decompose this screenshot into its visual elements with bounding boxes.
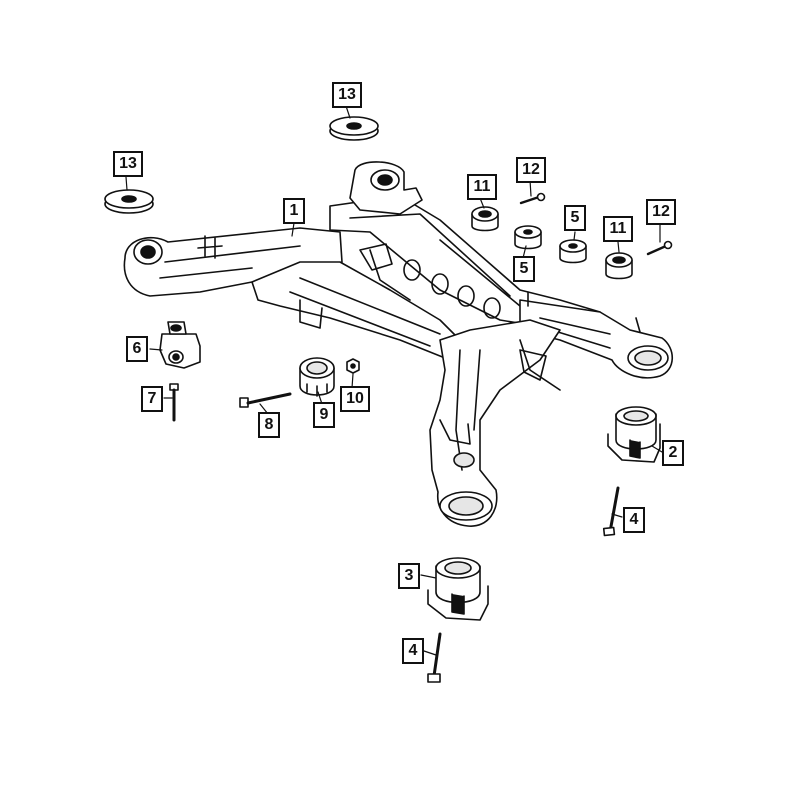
crossmember-frame [123, 161, 674, 527]
callout-12-right: 12 [646, 199, 676, 225]
front-bushing [427, 557, 489, 621]
callout-8: 8 [258, 412, 280, 438]
callout-13-left: 13 [113, 151, 143, 177]
damper [299, 357, 335, 397]
bracket [159, 321, 201, 369]
isolator-washer-upper [329, 116, 379, 141]
bushing-bolt-lower [427, 632, 442, 683]
arm-bushing-left [471, 206, 499, 232]
arm-bolt-left [519, 192, 546, 205]
callout-4-upper: 4 [623, 507, 645, 533]
callout-7: 7 [141, 386, 163, 412]
callout-4-lower: 4 [402, 638, 424, 664]
callout-10: 10 [340, 386, 370, 412]
callout-9: 9 [313, 402, 335, 428]
callout-11-left: 11 [467, 174, 497, 200]
spacer-bushing-right [559, 239, 587, 264]
arm-bushing-right [605, 252, 633, 280]
callout-1: 1 [283, 198, 305, 224]
callout-12-left: 12 [516, 157, 546, 183]
callout-11-right: 11 [603, 216, 633, 242]
callout-2: 2 [662, 440, 684, 466]
rear-bushing [607, 406, 661, 463]
callout-6: 6 [126, 336, 148, 362]
isolator-washer-left [104, 189, 154, 214]
spacer-bushing-left [514, 225, 542, 250]
frame-mount-eyes [133, 169, 669, 521]
callout-3: 3 [398, 563, 420, 589]
bracket-bolt [169, 383, 179, 422]
callout-5-left: 5 [513, 256, 535, 282]
callout-13-upper: 13 [332, 82, 362, 108]
bushing-bolt-upper [602, 486, 620, 537]
arm-bolt-right [646, 240, 673, 256]
callout-5-right: 5 [564, 205, 586, 231]
damper-bolt [239, 392, 292, 408]
nut [346, 358, 360, 374]
